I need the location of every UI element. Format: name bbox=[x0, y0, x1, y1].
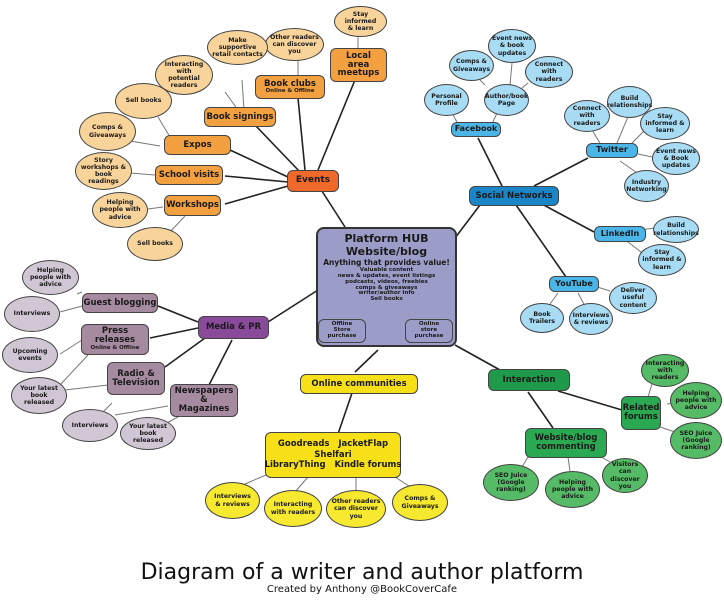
newspapers-node: Newspapers & Magazines bbox=[170, 384, 238, 417]
blog-commenting-node: Website/blog commenting bbox=[525, 428, 607, 458]
youtube-node: YouTube bbox=[549, 276, 599, 292]
book-clubs-sub: Online & Offline bbox=[265, 87, 315, 94]
leaf-yt-deliver: Deliver useful content bbox=[609, 282, 657, 314]
leaf-guest-interviews: Interviews bbox=[4, 296, 60, 332]
online-communities-node: Online communities bbox=[300, 374, 418, 394]
linkedin-node: LinkedIn bbox=[594, 226, 646, 242]
social-networks-node: Social Networks bbox=[469, 186, 559, 206]
leaf-tw-stay-informed: Stay informed & learn bbox=[640, 107, 690, 140]
leaf-yt-interviews: Interviews & reviews bbox=[569, 303, 613, 335]
press-releases-sub: Online & Offline bbox=[90, 345, 140, 352]
book-signings-node: Book signings bbox=[204, 107, 276, 127]
leaf-online-comps: Comps & Giveaways bbox=[392, 484, 448, 521]
hub-item: Valuable content bbox=[359, 266, 414, 273]
leaf-latest-book-2: Your latest book released bbox=[120, 417, 176, 450]
sites-line-3: LibraryThing Kindle forums bbox=[264, 460, 402, 471]
leaf-yt-trailers: Book Trailers bbox=[520, 303, 564, 333]
leaf-guest-helping: Helping people with advice bbox=[22, 260, 79, 295]
expos-node: Expos bbox=[164, 135, 231, 155]
online-store-purchase: Online store purchase bbox=[405, 319, 453, 343]
offline-store-purchase: Offline Store purchase bbox=[318, 319, 366, 343]
leaf-story-workshops: Story workshops & book readings bbox=[75, 152, 132, 190]
book-clubs-label: Book clubs bbox=[264, 78, 316, 89]
leaf-helping-people: Helping people with advice bbox=[92, 192, 148, 228]
leaf-tw-connect: Connect with readers bbox=[564, 100, 610, 132]
leaf-fb-comps: Comps & Giveaways bbox=[449, 50, 494, 81]
leaf-forums-helping: Helping people with advice bbox=[670, 382, 722, 419]
media-pr-node: Media & PR bbox=[198, 316, 269, 339]
leaf-commenting-seo: SEO Juice (Google ranking) bbox=[483, 464, 539, 501]
hub-title-1: Platform HUB bbox=[344, 232, 429, 245]
sites-line-2: Shelfari bbox=[314, 449, 352, 460]
leaf-stay-informed: Stay informed & learn bbox=[334, 6, 387, 37]
leaf-other-readers: Other readers can discover you bbox=[265, 28, 324, 61]
workshops-node: Workshops bbox=[164, 195, 221, 216]
leaf-forums-interacting: Interacting with readers bbox=[641, 354, 689, 387]
leaf-online-interviews: Interviews & reviews bbox=[205, 482, 260, 519]
hub-item: podcasts, videos, freebies bbox=[345, 278, 428, 285]
book-clubs-node: Book clubs Online & Offline bbox=[255, 75, 325, 99]
leaf-radio-interviews: Interviews bbox=[62, 409, 118, 442]
leaf-tw-event-news: Event news & Book updates bbox=[652, 142, 700, 175]
leaf-latest-book-1: Your latest book released bbox=[11, 377, 67, 414]
leaf-fb-event-news: Event news & book updates bbox=[488, 29, 536, 63]
leaf-commenting-visitors: Visitors can discover you bbox=[602, 458, 648, 493]
press-releases-label: Press releases bbox=[94, 326, 136, 346]
leaf-forums-seo: SEO Juice (Google ranking) bbox=[670, 422, 722, 459]
community-sites-node: Goodreads JacketFlap Shelfari LibraryThi… bbox=[265, 432, 401, 478]
leaf-sell-books: Sell books bbox=[115, 83, 172, 119]
related-forums-node: Related forums bbox=[621, 396, 661, 430]
leaf-online-discover: Other readers can discover you bbox=[326, 490, 386, 528]
local-meetups-node: Local area meetups bbox=[330, 48, 387, 82]
leaf-tw-build: Build relationships bbox=[607, 86, 652, 118]
leaf-li-build: Build relationships bbox=[653, 216, 699, 243]
school-visits-node: School visits bbox=[155, 165, 223, 185]
hub-title-2: Website/blog bbox=[345, 244, 428, 258]
leaf-tw-industry: Industry Networking bbox=[624, 170, 669, 202]
radio-tv-node: Radio & Television bbox=[107, 362, 165, 395]
hub-item: comps & giveaways bbox=[355, 284, 418, 291]
guest-blogging-node: Guest blogging bbox=[82, 293, 158, 313]
diagram-credit: Created by Anthony @BookCoverCafe bbox=[266, 584, 458, 595]
hub-item: news & updates, event listings bbox=[337, 272, 436, 279]
leaf-retail-contacts: Make supportive retail contacts bbox=[207, 30, 268, 65]
leaf-sell-books-2: Sell books bbox=[127, 227, 183, 261]
hub-item: Sell books bbox=[370, 296, 403, 303]
interaction-node: Interaction bbox=[488, 369, 570, 391]
facebook-node: Facebook bbox=[451, 122, 501, 137]
diagram-title: Diagram of a writer and author platform bbox=[140, 560, 584, 585]
hub-item: writer/author info bbox=[358, 290, 415, 297]
press-releases-node: Press releases Online & Offline bbox=[81, 324, 149, 355]
leaf-li-stay: Stay informed & learn bbox=[638, 244, 686, 276]
facebook-author-page: Author/book Page bbox=[484, 84, 529, 116]
sites-line-1: Goodreads JacketFlap bbox=[277, 438, 389, 449]
leaf-commenting-helping: Helping people with advice bbox=[545, 471, 600, 508]
leaf-personal-profile: Personal Profile bbox=[424, 84, 469, 116]
leaf-comps-giveaways: Comps & Giveaways bbox=[79, 112, 136, 151]
events-node: Events bbox=[287, 170, 339, 192]
twitter-node: Twitter bbox=[586, 143, 638, 158]
leaf-online-interacting: Interacting with readers bbox=[264, 490, 322, 527]
leaf-fb-connect: Connect with readers bbox=[525, 56, 573, 88]
leaf-upcoming-events: Upcoming events bbox=[2, 337, 58, 373]
hub-tagline: Anything that provides value! bbox=[323, 258, 450, 268]
